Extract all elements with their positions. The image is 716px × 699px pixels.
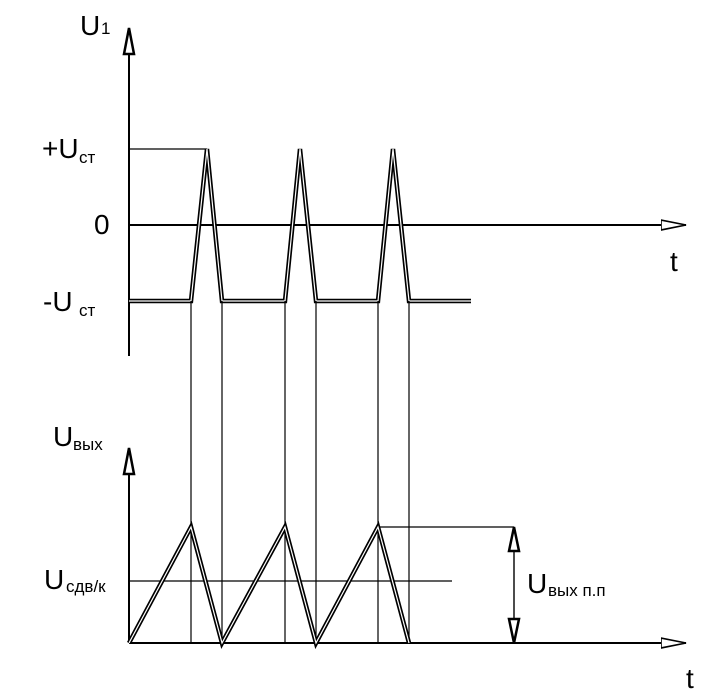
amplitude-arrow-bottom bbox=[507, 617, 521, 644]
threshold-label-sub: сдв/к bbox=[66, 577, 106, 596]
bottom-plot: U вых t U сдв/к U вых п.п bbox=[44, 421, 694, 694]
top-pulse-waveform-inner bbox=[129, 148, 471, 302]
bottom-y-axis-label: U bbox=[53, 421, 73, 452]
level-minus-ust-main: -U bbox=[43, 286, 73, 317]
output-sawtooth-waveform bbox=[127, 520, 412, 650]
level-plus-ust-sub: ст bbox=[79, 148, 96, 167]
amplitude-label-main: U bbox=[527, 568, 547, 599]
top-y-axis-label: U bbox=[80, 10, 100, 41]
top-plot: U 1 t +U ст 0 -U ст bbox=[42, 10, 686, 356]
top-y-axis-arrow bbox=[122, 27, 136, 56]
top-x-axis-label: t bbox=[670, 246, 678, 277]
bottom-y-axis-subscript: вых bbox=[73, 435, 103, 454]
level-zero-label: 0 bbox=[94, 209, 110, 240]
projection-lines bbox=[190, 301, 410, 643]
threshold-label-main: U bbox=[44, 564, 64, 595]
top-y-axis-subscript: 1 bbox=[101, 19, 110, 38]
level-plus-ust-main: +U bbox=[42, 133, 79, 164]
bottom-x-axis-label: t bbox=[686, 663, 694, 694]
bottom-y-axis-arrow bbox=[122, 447, 136, 476]
output-sawtooth-waveform-inner bbox=[128, 525, 410, 645]
amplitude-label-sub: вых п.п bbox=[548, 581, 606, 600]
level-minus-ust-sub: ст bbox=[79, 301, 96, 320]
amplitude-arrow-top bbox=[507, 526, 521, 553]
